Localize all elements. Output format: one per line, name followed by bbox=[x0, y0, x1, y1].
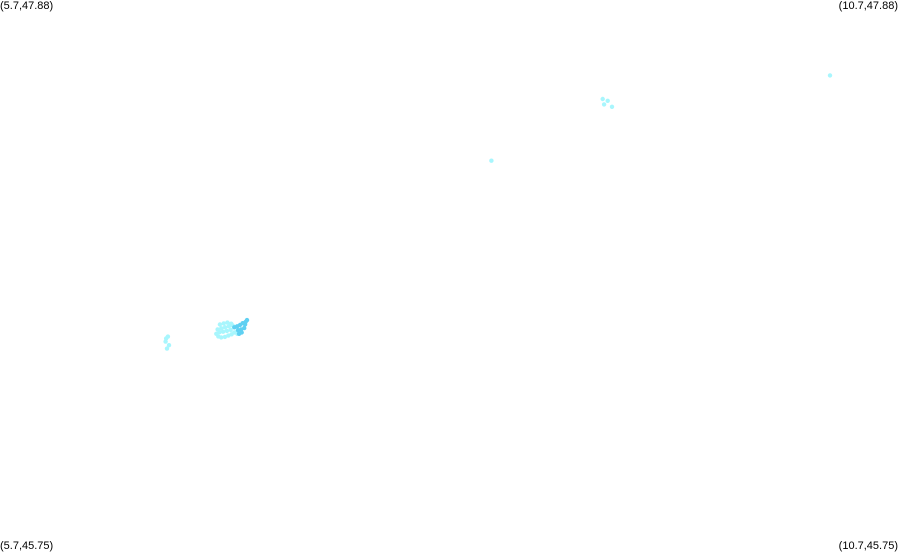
map-point-42 bbox=[235, 328, 241, 333]
map-point-2 bbox=[605, 98, 610, 104]
map-point-29 bbox=[225, 320, 230, 325]
map-point-1 bbox=[600, 96, 605, 102]
map-point-39 bbox=[244, 317, 250, 323]
map-point-44 bbox=[236, 331, 242, 336]
corner-label-top-left: (5.7,47.88) bbox=[0, 0, 54, 12]
map-point-27 bbox=[217, 322, 223, 327]
map-point-28 bbox=[221, 321, 226, 326]
map-point-45 bbox=[242, 322, 248, 327]
map-point-19 bbox=[220, 329, 226, 334]
map-point-21 bbox=[228, 327, 233, 333]
map-point-22 bbox=[215, 327, 220, 332]
map-point-4 bbox=[609, 104, 615, 110]
map-point-12 bbox=[219, 335, 224, 340]
corner-label-bottom-left: (5.7,45.75) bbox=[0, 540, 54, 552]
map-point-13 bbox=[222, 334, 228, 340]
map-point-5 bbox=[489, 158, 494, 163]
map-point-23 bbox=[219, 326, 224, 331]
map-point-10 bbox=[164, 346, 170, 351]
corner-label-top-right: (10.7,47.88) bbox=[838, 0, 898, 12]
map-point-8 bbox=[163, 339, 168, 344]
points-layer bbox=[163, 73, 833, 351]
map-point-9 bbox=[166, 343, 172, 348]
map-point-3 bbox=[601, 102, 607, 107]
map-point-24 bbox=[222, 325, 228, 330]
map-point-20 bbox=[224, 328, 230, 334]
map-point-14 bbox=[226, 333, 231, 338]
map-point-0 bbox=[827, 73, 833, 78]
corner-label-bottom-right: (10.7,45.75) bbox=[838, 540, 898, 552]
map-point-30 bbox=[229, 321, 234, 326]
